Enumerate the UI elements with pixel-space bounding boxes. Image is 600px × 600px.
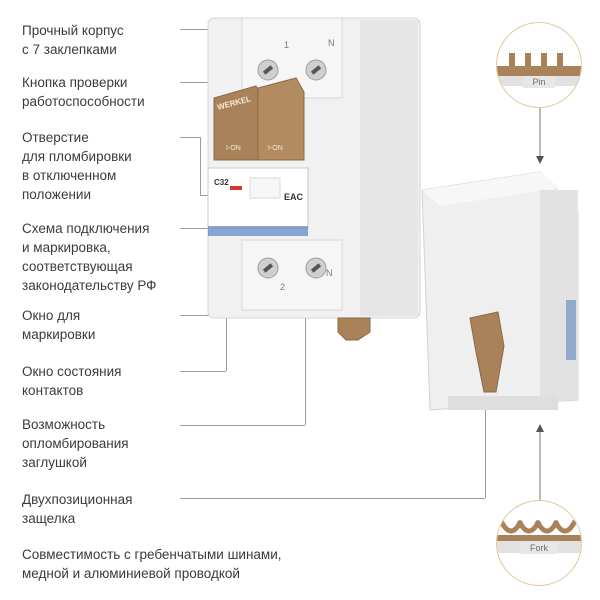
terminal-label-top-left: 1 <box>284 40 289 50</box>
leader-seal-hole-v <box>200 137 201 195</box>
feature-seal-hole: Отверстие для пломбировки в отключенном … <box>22 128 132 204</box>
leader-seal-hole-end <box>200 195 212 196</box>
feature-line: с 7 заклепками <box>22 42 117 57</box>
side-bottom-slot <box>448 396 558 410</box>
pin-arrow-head <box>536 156 544 164</box>
feature-line: работоспособности <box>22 94 145 109</box>
terminal-label-bottom-right: N <box>326 268 333 278</box>
fork-label: Fork <box>520 542 558 554</box>
feature-line: для пломбировки <box>22 149 132 164</box>
terminal-label-bottom-left: 2 <box>280 282 285 292</box>
feature-line: Отверстие <box>22 130 89 145</box>
screw-slot <box>310 263 322 273</box>
leader-latch-v <box>485 395 486 498</box>
feature-line: маркировки <box>22 327 96 342</box>
feature-line: защелка <box>22 511 76 526</box>
feature-line: Двухпозиционная <box>22 492 133 507</box>
feature-line: Окно состояния <box>22 364 122 379</box>
feature-latch: Двухпозиционная защелка <box>22 490 132 528</box>
feature-line: Прочный корпус <box>22 23 124 38</box>
leader-latch <box>180 498 485 499</box>
handle-label-left: I-ON <box>226 145 241 152</box>
feature-line: Возможность <box>22 417 106 432</box>
leader-seal-plug-v <box>305 300 306 425</box>
leader-seal-hole <box>180 137 200 138</box>
feature-line: законодательству РФ <box>22 278 157 293</box>
screw-slot <box>262 263 274 273</box>
feature-seal-plug: Возможность опломбирования заглушкой <box>22 415 129 472</box>
side-blue-window <box>566 300 576 360</box>
label-blue-strip <box>208 226 308 236</box>
feature-line: Кнопка проверки <box>22 75 128 90</box>
feature-line: в отключенном <box>22 168 117 183</box>
fork-busbar-callout: Fork <box>496 500 582 586</box>
feature-line: положении <box>22 187 91 202</box>
screw-slot <box>262 65 274 75</box>
side-front-face <box>540 190 578 400</box>
contact-status-window <box>230 186 242 190</box>
pin-label: Pin <box>522 76 556 88</box>
feature-line: Окно для <box>22 308 81 323</box>
breaker-side-panel <box>360 20 418 316</box>
pin-busbar-callout: Pin <box>496 22 582 108</box>
pin-busbar-icon <box>497 53 581 86</box>
feature-line: заглушкой <box>22 455 87 470</box>
certification-mark: EAC <box>284 192 304 202</box>
feature-line: Совместимость с гребенчатыми шинами, <box>22 547 282 562</box>
breaker-side-illustration <box>421 171 579 411</box>
rating-label: C32 <box>214 178 229 187</box>
din-latch[interactable] <box>337 317 371 341</box>
feature-wiring-diagram: Схема подключения и маркировка, соответс… <box>22 219 156 295</box>
leader-seal-plug <box>180 425 305 426</box>
feature-marking-window: Окно для маркировки <box>22 306 95 344</box>
feature-line: и маркировка, <box>22 240 111 255</box>
leader-wiring-diagram <box>180 228 216 229</box>
toggle-handle-right[interactable] <box>257 77 305 161</box>
terminal-label-top-right: N <box>328 38 335 48</box>
feature-busbar: Совместимость с гребенчатыми шинами, мед… <box>22 545 282 583</box>
feature-housing: Прочный корпус с 7 заклепками <box>22 21 124 59</box>
handle-label-right: I-ON <box>268 145 283 152</box>
feature-line: соответствующая <box>22 259 133 274</box>
feature-line: медной и алюминиевой проводкой <box>22 566 240 581</box>
side-top-face <box>422 172 560 206</box>
feature-test-button: Кнопка проверки работоспособности <box>22 73 145 111</box>
side-latch[interactable] <box>469 311 505 393</box>
leader-contact-window <box>180 371 226 372</box>
screw-slot <box>310 65 322 75</box>
fork-arrow-head <box>536 424 544 432</box>
feature-line: контактов <box>22 383 84 398</box>
feature-line: опломбирования <box>22 436 129 451</box>
breaker-bottom-module <box>241 239 343 311</box>
feature-line: Схема подключения <box>22 221 150 236</box>
leader-marking-window <box>180 315 218 316</box>
feature-contact-window: Окно состояния контактов <box>22 362 121 400</box>
marking-window <box>249 177 281 199</box>
